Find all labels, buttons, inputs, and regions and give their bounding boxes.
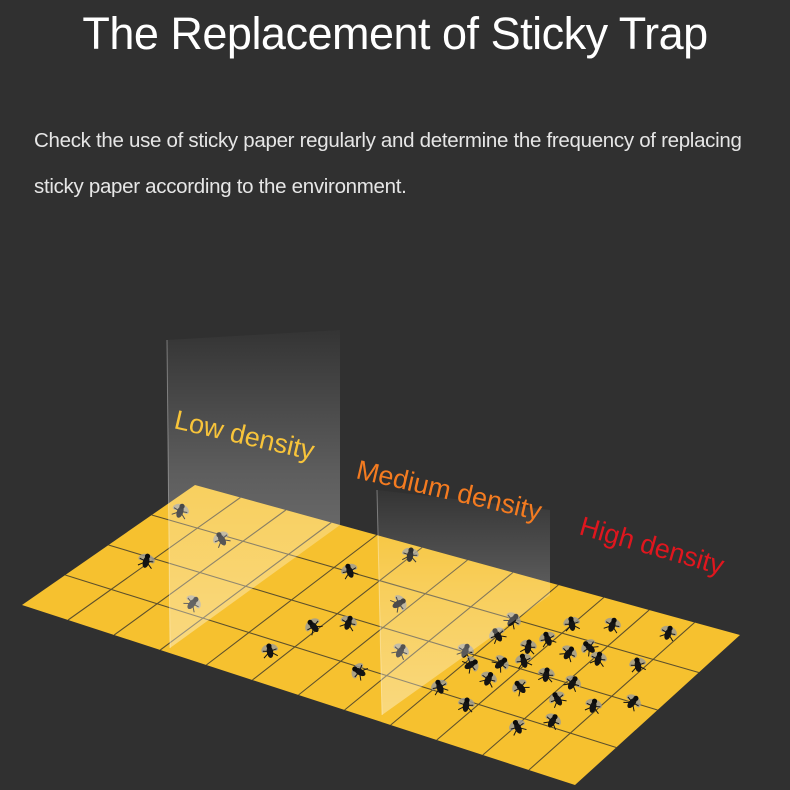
description-text: Check the use of sticky paper regularly … [34, 129, 742, 198]
medium-density-pillar [377, 490, 550, 715]
page-title: The Replacement of Sticky Trap [82, 8, 708, 59]
high-density-label: High density [576, 511, 728, 581]
low-density-pillar [167, 330, 340, 648]
